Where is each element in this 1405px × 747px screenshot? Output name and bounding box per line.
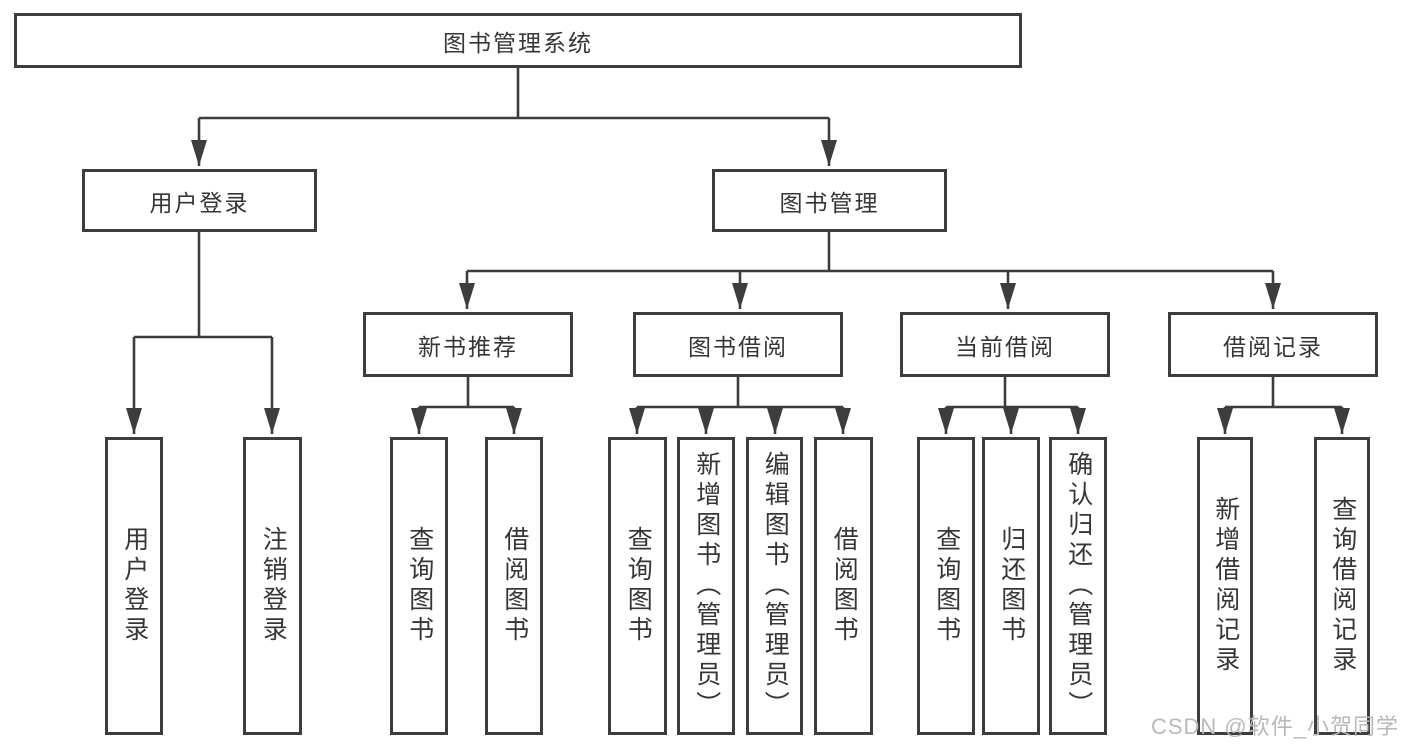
leaf-query-books-borrow: 查询图书 <box>608 437 667 735</box>
leaf-query-books-recommend: 查询图书 <box>390 437 448 735</box>
leaf-return-books-label: 归还图书 <box>997 526 1026 646</box>
node-new-book-recommend: 新书推荐 <box>363 312 573 377</box>
leaf-user-login-label: 用户登录 <box>120 526 149 646</box>
leaf-query-books-recommend-label: 查询图书 <box>405 526 434 646</box>
leaf-user-login: 用户登录 <box>105 437 163 735</box>
leaf-add-book-admin: 新增图书（管理员） <box>677 437 735 735</box>
leaf-query-borrow-record: 查询借阅记录 <box>1314 437 1370 735</box>
leaf-logout-label: 注销登录 <box>259 526 288 646</box>
node-book-borrow: 图书借阅 <box>633 312 843 377</box>
leaf-edit-book-admin: 编辑图书（管理员） <box>746 437 803 735</box>
leaf-add-book-admin-label: 新增图书（管理员） <box>692 451 721 721</box>
node-borrow-records: 借阅记录 <box>1168 312 1378 377</box>
leaf-borrow-books-recommend: 借阅图书 <box>485 437 543 735</box>
leaf-query-borrow-record-label: 查询借阅记录 <box>1328 496 1357 676</box>
leaf-logout: 注销登录 <box>243 437 302 735</box>
leaf-confirm-return-admin-label: 确认归还（管理员） <box>1064 451 1093 721</box>
csdn-watermark: CSDN @软件_小贺同学 <box>1150 714 1399 739</box>
leaf-borrow-books-recommend-label: 借阅图书 <box>500 526 529 646</box>
leaf-query-books-current: 查询图书 <box>917 437 975 735</box>
leaf-query-books-borrow-label: 查询图书 <box>624 526 653 646</box>
leaf-borrow-books-borrow: 借阅图书 <box>814 437 873 735</box>
leaf-return-books: 归还图书 <box>982 437 1040 735</box>
leaf-borrow-books-borrow-label: 借阅图书 <box>830 526 859 646</box>
leaf-query-books-current-label: 查询图书 <box>932 526 961 646</box>
leaf-add-borrow-record-label: 新增借阅记录 <box>1211 496 1240 676</box>
node-book-management: 图书管理 <box>712 169 947 232</box>
node-current-borrow: 当前借阅 <box>900 312 1110 377</box>
leaf-confirm-return-admin: 确认归还（管理员） <box>1049 437 1107 735</box>
leaf-edit-book-admin-label: 编辑图书（管理员） <box>761 451 790 721</box>
node-user-login: 用户登录 <box>82 169 317 232</box>
leaf-add-borrow-record: 新增借阅记录 <box>1197 437 1253 735</box>
node-root-library-system: 图书管理系统 <box>14 13 1022 68</box>
